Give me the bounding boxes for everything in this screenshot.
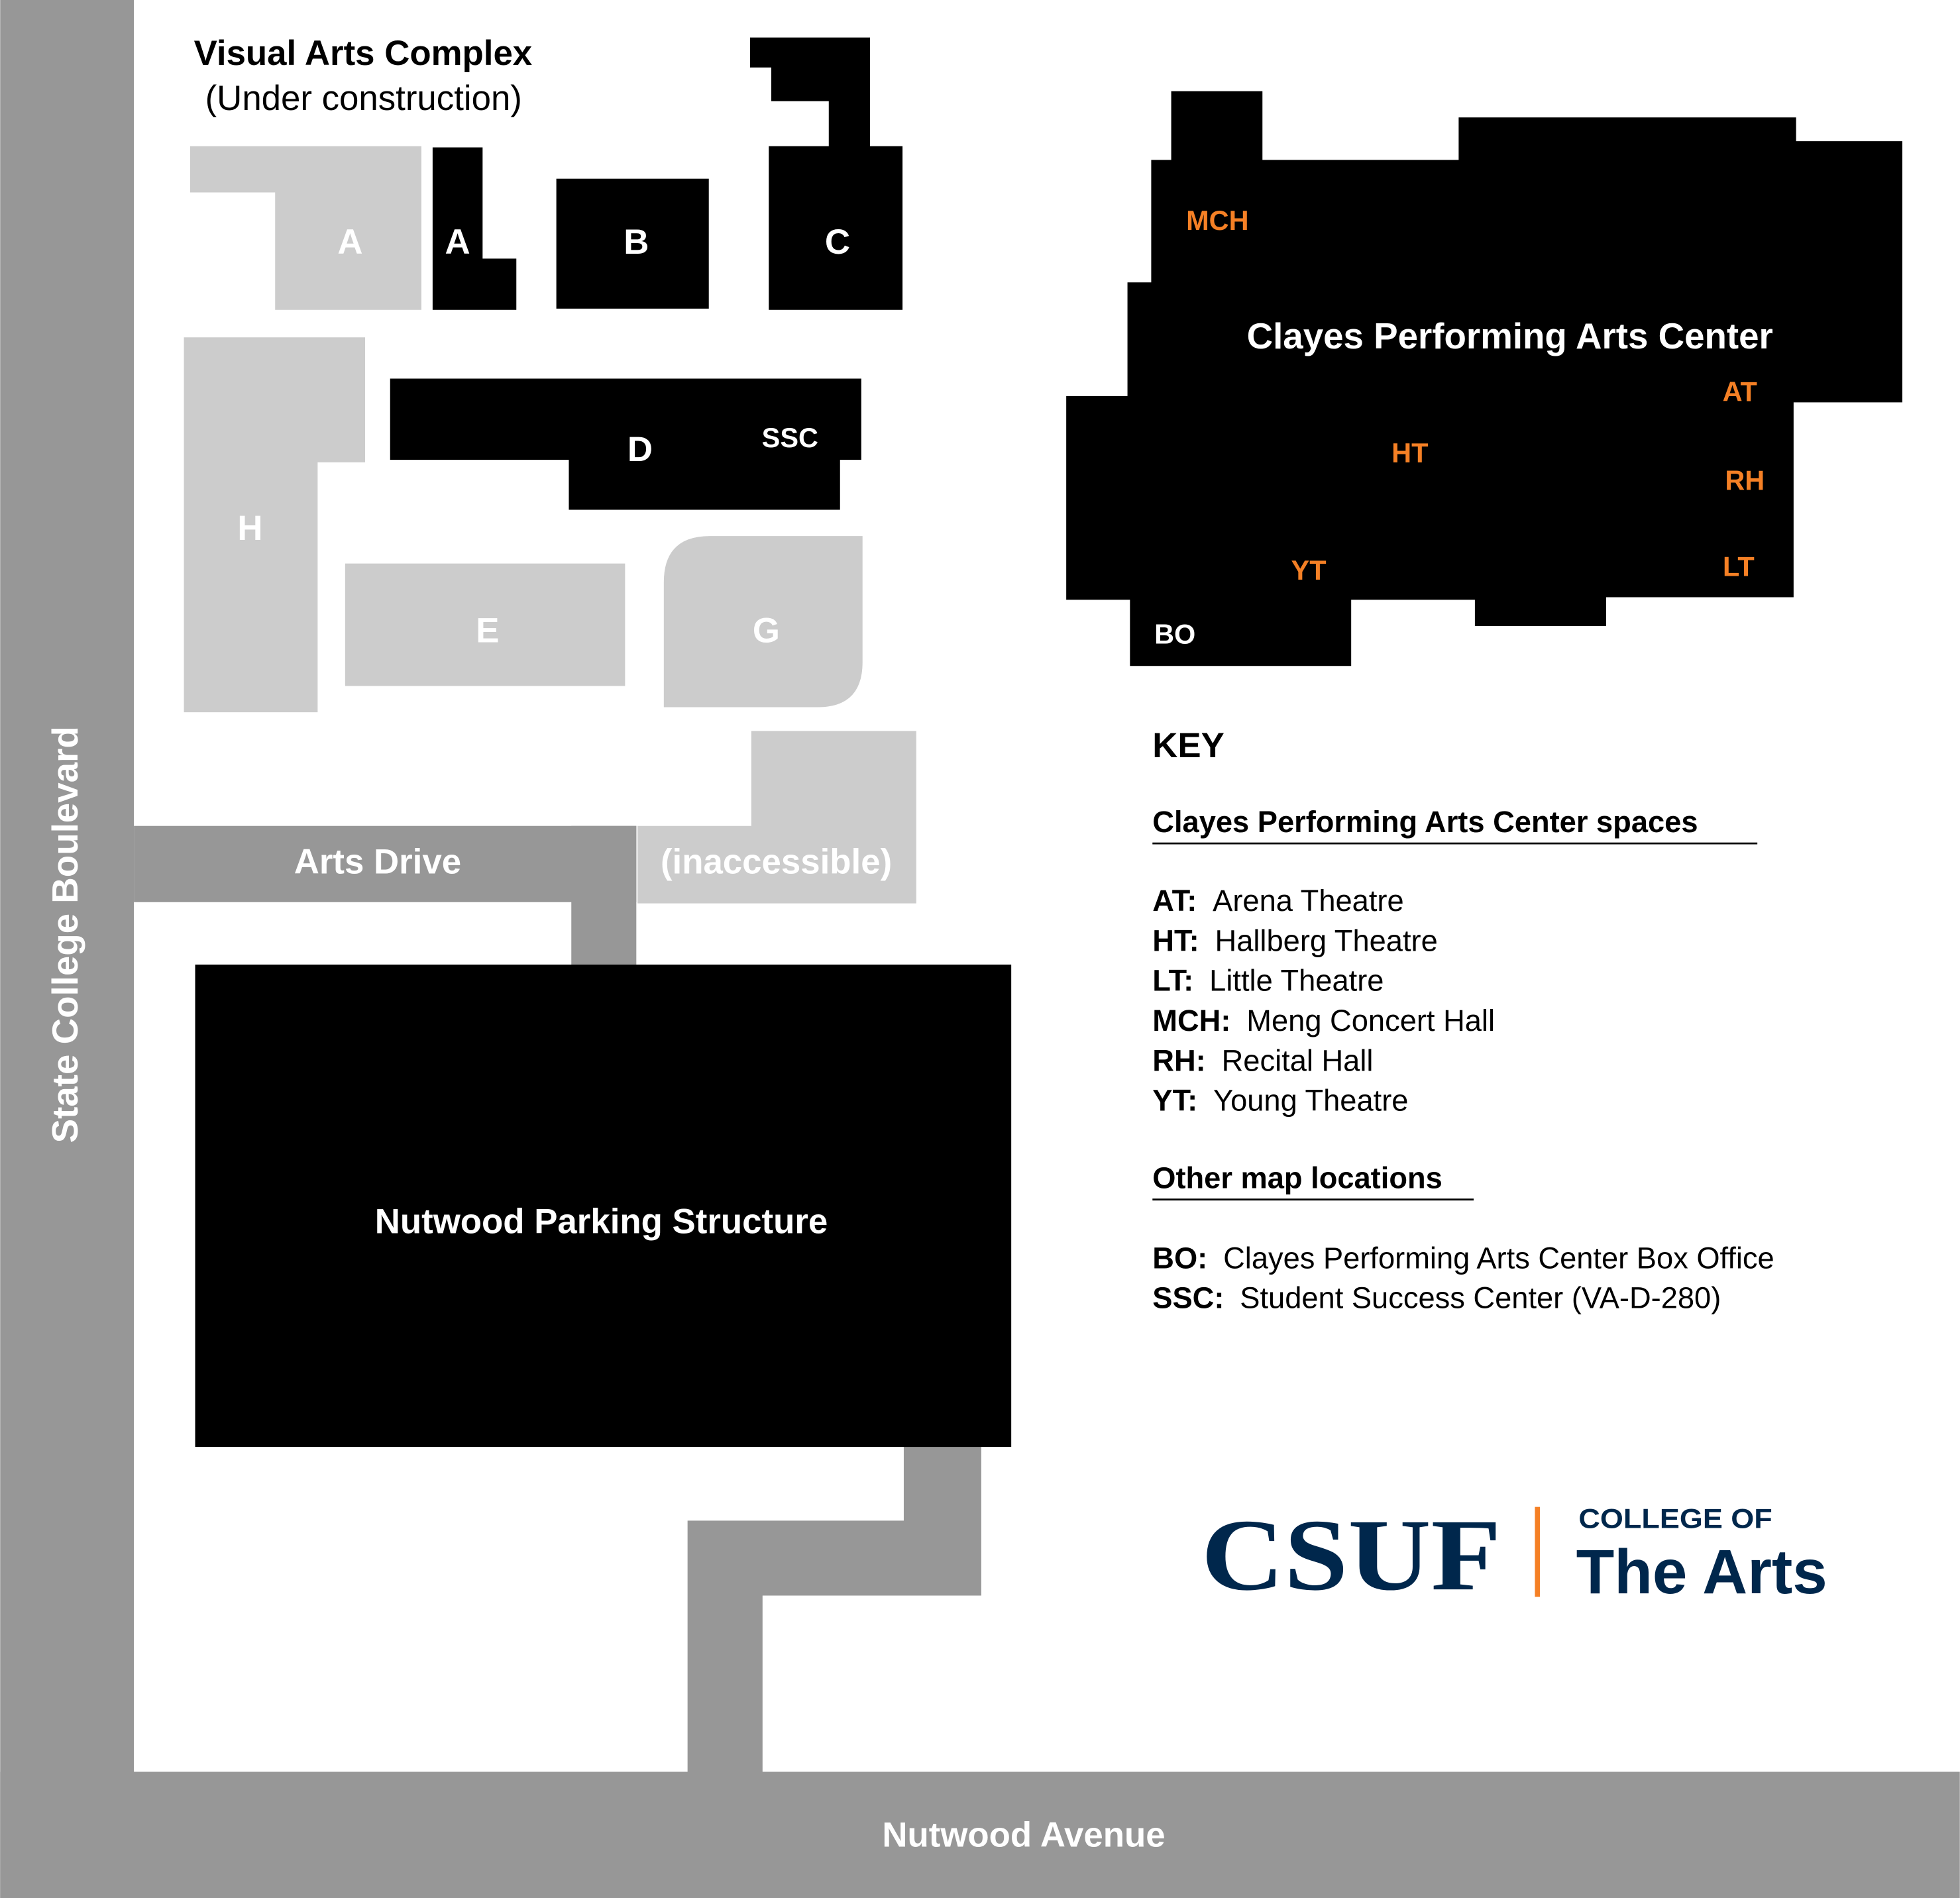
- key-lt: LT: Little Theatre: [1152, 964, 1384, 998]
- key-mch: MCH: Meng Concert Hall: [1152, 1004, 1495, 1037]
- key-spaces-heading: Clayes Performing Arts Center spaces: [1152, 805, 1698, 839]
- inaccessible-area: [637, 731, 916, 904]
- key-other-heading: Other map locations: [1152, 1161, 1443, 1195]
- building-c: [749, 37, 903, 310]
- black-buildings: [195, 37, 1902, 1448]
- state-college-boulevard-label: State College Boulevard: [44, 726, 85, 1143]
- yt-label: YT: [1291, 554, 1327, 586]
- visual-arts-complex-title: Visual Arts Complex: [194, 34, 533, 73]
- key-ssc-name: Student Success Center (VA-D-280): [1240, 1281, 1721, 1315]
- parking-walkway: [687, 1446, 981, 1772]
- key-lt-name: Little Theatre: [1209, 964, 1384, 998]
- arts-drive-label: Arts Drive: [294, 842, 461, 881]
- construction-buildings: [184, 146, 916, 904]
- building-e-label: E: [476, 611, 499, 650]
- map-key: KEY Clayes Performing Arts Center spaces…: [1152, 726, 1774, 1315]
- logo-the-arts: The Arts: [1576, 1537, 1827, 1607]
- key-ht-code: HT:: [1152, 923, 1199, 957]
- key-ht-name: Hallberg Theatre: [1215, 923, 1438, 957]
- key-at-code: AT:: [1152, 884, 1197, 918]
- arts-drive-connector: [571, 825, 637, 966]
- key-ssc: SSC: Student Success Center (VA-D-280): [1152, 1281, 1721, 1315]
- clayes-title: Clayes Performing Arts Center: [1247, 315, 1773, 356]
- mch-label: MCH: [1186, 205, 1248, 236]
- building-labels: A A B C D H E G: [237, 223, 850, 651]
- building-g-label: G: [753, 611, 780, 650]
- logo-divider: [1535, 1506, 1540, 1597]
- building-a-gray-label: A: [337, 223, 362, 262]
- building-a-gray: [190, 146, 421, 310]
- key-rh: RH: Recital Hall: [1152, 1043, 1373, 1077]
- building-b-label: B: [624, 223, 649, 262]
- key-mch-name: Meng Concert Hall: [1246, 1004, 1495, 1037]
- at-label: AT: [1723, 376, 1757, 407]
- building-h: [184, 337, 366, 713]
- building-a-label: A: [445, 223, 470, 262]
- clayes-performing-arts-center: [1066, 91, 1902, 666]
- key-ht: HT: Hallberg Theatre: [1152, 923, 1437, 957]
- building-a: [432, 147, 517, 310]
- nutwood-avenue-label: Nutwood Avenue: [882, 1816, 1165, 1855]
- parking-structure-label: Nutwood Parking Structure: [375, 1202, 828, 1241]
- nutwood-parking-structure: [195, 965, 1012, 1448]
- key-rh-code: RH:: [1152, 1043, 1205, 1077]
- building-e: [345, 563, 626, 686]
- key-yt-name: Young Theatre: [1213, 1084, 1408, 1118]
- lt-label: LT: [1723, 551, 1755, 582]
- building-d-label: D: [627, 430, 653, 469]
- key-mch-code: MCH:: [1152, 1004, 1230, 1037]
- clayes-space-labels: MCH AT HT RH YT LT: [1186, 205, 1765, 586]
- key-yt-code: YT:: [1152, 1084, 1197, 1118]
- ht-label: HT: [1391, 437, 1428, 468]
- building-d: [390, 378, 861, 510]
- ssc-label: SSC: [762, 422, 818, 453]
- visual-arts-complex-subtitle: (Under construction): [205, 79, 522, 118]
- building-g: [663, 536, 863, 708]
- key-at: AT: Arena Theatre: [1152, 884, 1403, 918]
- logo-college-of: COLLEGE OF: [1578, 1503, 1772, 1534]
- key-rh-name: Recital Hall: [1222, 1043, 1374, 1077]
- nutwood-avenue-road: [0, 1771, 1960, 1898]
- csuf-wordmark: CSUF: [1201, 1499, 1501, 1612]
- key-at-name: Arena Theatre: [1213, 884, 1403, 918]
- key-ssc-code: SSC:: [1152, 1281, 1224, 1315]
- bo-label: BO: [1154, 618, 1195, 649]
- key-yt: YT: Young Theatre: [1152, 1084, 1408, 1118]
- key-lt-code: LT:: [1152, 964, 1193, 998]
- building-h-label: H: [237, 509, 262, 548]
- inaccessible-label: (inaccessible): [661, 842, 892, 881]
- building-c-label: C: [825, 223, 850, 262]
- key-bo: BO: Clayes Performing Arts Center Box Of…: [1152, 1241, 1774, 1275]
- key-bo-code: BO:: [1152, 1241, 1207, 1275]
- key-title: KEY: [1152, 726, 1225, 765]
- building-b: [556, 178, 709, 309]
- arts-drive-road: [134, 825, 637, 902]
- key-bo-name: Clayes Performing Arts Center Box Office: [1223, 1241, 1774, 1275]
- csuf-logo: CSUF COLLEGE OF The Arts: [1201, 1499, 1827, 1612]
- rh-label: RH: [1725, 464, 1765, 496]
- state-college-boulevard-road: [0, 0, 135, 1898]
